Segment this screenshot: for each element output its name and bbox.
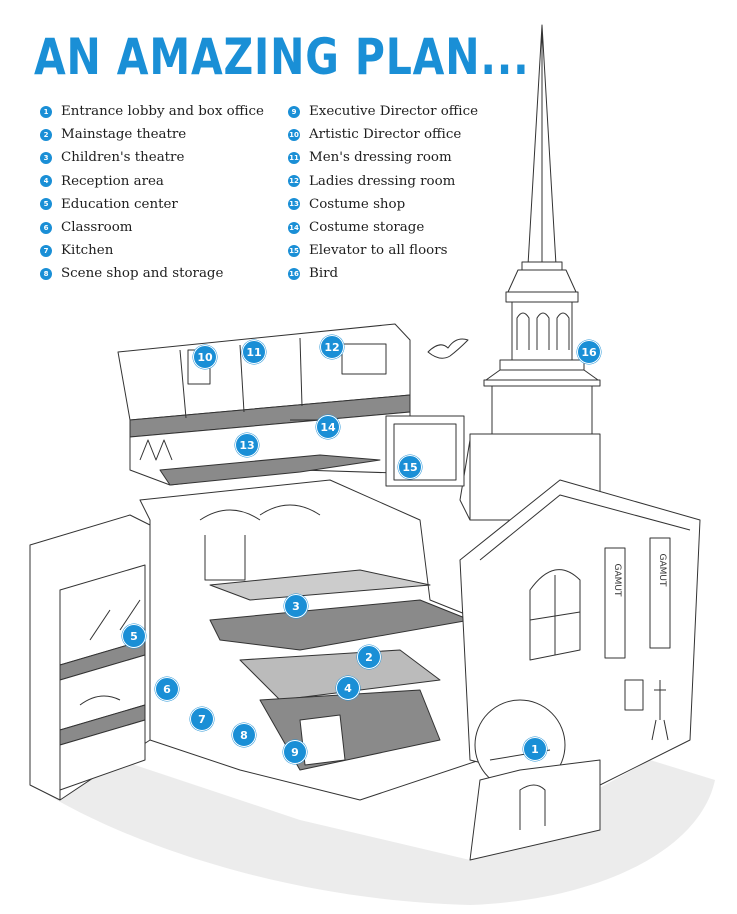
legend-label: Kitchen bbox=[61, 243, 114, 259]
callout-badge-4: 4 bbox=[336, 676, 360, 700]
callout-badge-6: 6 bbox=[155, 677, 179, 701]
legend-item: 10 Artistic Director office bbox=[288, 123, 478, 146]
legend-number-badge: 15 bbox=[288, 244, 300, 257]
callout-badge-11: 11 bbox=[242, 340, 266, 364]
legend-label: Reception area bbox=[61, 173, 164, 189]
ground-shadow bbox=[40, 760, 715, 905]
page-title: AN AMAZING PLAN... bbox=[34, 28, 530, 86]
legend-left-column: 1 Entrance lobby and box office 2 Mainstag… bbox=[40, 100, 264, 286]
callout-badge-14: 14 bbox=[316, 415, 340, 439]
legend-item: 9 Executive Director office bbox=[288, 100, 478, 123]
legend-item: 5 Education center bbox=[40, 193, 264, 216]
gamut-sign-text: GAMUT bbox=[612, 564, 622, 597]
legend-item: 14 Costume storage bbox=[288, 216, 478, 239]
gamut-sign-text: GAMUT bbox=[657, 554, 667, 587]
legend-number-badge: 14 bbox=[288, 221, 300, 234]
legend-number-badge: 4 bbox=[40, 175, 52, 188]
legend-label: Education center bbox=[61, 196, 178, 212]
callout-badge-13: 13 bbox=[235, 433, 259, 457]
legend-item: 4 Reception area bbox=[40, 170, 264, 193]
callout-badge-7: 7 bbox=[190, 707, 214, 731]
legend-right-column: 9 Executive Director office 10 Artistic Di… bbox=[288, 100, 478, 286]
legend-item: 8 Scene shop and storage bbox=[40, 262, 264, 285]
left-wing-cutaway bbox=[29, 514, 151, 801]
legend-label: Scene shop and storage bbox=[61, 266, 224, 282]
legend-number-badge: 11 bbox=[288, 151, 300, 164]
callout-badge-1: 1 bbox=[523, 737, 547, 761]
legend-item: 11 Men's dressing room bbox=[288, 146, 478, 169]
callout-badge-2: 2 bbox=[357, 645, 381, 669]
legend-item: 3 Children's theatre bbox=[40, 146, 264, 169]
legend-label: Bird bbox=[309, 266, 339, 282]
legend-label: Executive Director office bbox=[309, 104, 479, 120]
legend-number-badge: 9 bbox=[288, 105, 300, 118]
legend-number-badge: 5 bbox=[40, 198, 52, 211]
visitor-figure bbox=[651, 680, 669, 741]
main-hall-cutaway bbox=[139, 479, 481, 801]
legend-label: Men's dressing room bbox=[309, 150, 452, 166]
legend-item: 7 Kitchen bbox=[40, 239, 264, 262]
church-facade: GAMUT GAMUT bbox=[459, 479, 701, 861]
legend-number-badge: 6 bbox=[40, 221, 52, 234]
legend-item: 2 Mainstage theatre bbox=[40, 123, 264, 146]
legend-label: Entrance lobby and box office bbox=[61, 104, 264, 120]
legend-item: 1 Entrance lobby and box office bbox=[40, 100, 264, 123]
callout-badge-15: 15 bbox=[398, 455, 422, 479]
legend-number-badge: 13 bbox=[288, 198, 300, 211]
legend-item: 6 Classroom bbox=[40, 216, 264, 239]
legend-number-badge: 7 bbox=[40, 244, 52, 257]
callout-badge-16: 16 bbox=[577, 340, 601, 364]
legend-item: 12 Ladies dressing room bbox=[288, 170, 478, 193]
legend-item: 15 Elevator to all floors bbox=[288, 239, 478, 262]
callout-badge-9: 9 bbox=[283, 740, 307, 764]
legend-item: 16 Bird bbox=[288, 262, 478, 285]
legend-label: Artistic Director office bbox=[309, 127, 462, 143]
bird-drawing bbox=[427, 338, 469, 359]
legend-label: Classroom bbox=[61, 220, 133, 236]
legend-label: Children's theatre bbox=[61, 150, 185, 166]
callout-badge-3: 3 bbox=[284, 594, 308, 618]
legend-number-badge: 12 bbox=[288, 175, 300, 188]
legend-label: Ladies dressing room bbox=[309, 173, 456, 189]
legend-item: 13 Costume shop bbox=[288, 193, 478, 216]
steeple bbox=[459, 24, 601, 521]
callout-badge-10: 10 bbox=[193, 345, 217, 369]
legend-label: Mainstage theatre bbox=[61, 127, 187, 143]
legend-number-badge: 16 bbox=[288, 267, 300, 280]
callout-badge-12: 12 bbox=[320, 335, 344, 359]
legend-label: Costume shop bbox=[309, 196, 406, 212]
legend-number-badge: 3 bbox=[40, 151, 52, 164]
legend-number-badge: 2 bbox=[40, 128, 52, 141]
legend-number-badge: 1 bbox=[40, 105, 52, 118]
legend-number-badge: 10 bbox=[288, 128, 300, 141]
legend-number-badge: 8 bbox=[40, 267, 52, 280]
callout-badge-5: 5 bbox=[122, 624, 146, 648]
legend-label: Elevator to all floors bbox=[309, 243, 448, 259]
legend-label: Costume storage bbox=[309, 220, 425, 236]
callout-badge-8: 8 bbox=[232, 723, 256, 747]
